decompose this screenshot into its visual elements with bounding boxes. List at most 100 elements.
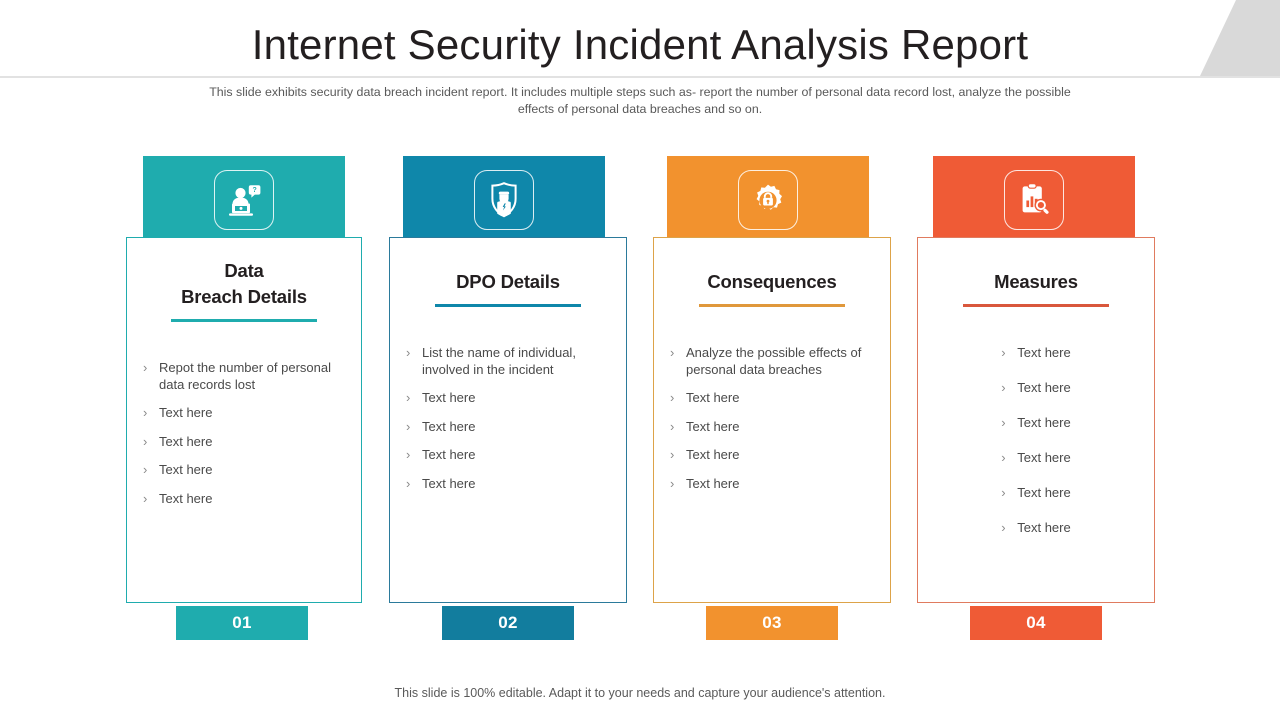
card-consequences[interactable]: Consequences › Analyze the possible effec… bbox=[639, 156, 907, 640]
title-underline bbox=[699, 304, 845, 307]
chevron-right-icon: › bbox=[670, 475, 675, 491]
card-number-badge: 01 bbox=[176, 606, 308, 640]
list-item-text: Text here bbox=[422, 418, 476, 434]
title-underline bbox=[435, 304, 581, 307]
card-body: DPO Details › List the name of individual… bbox=[389, 237, 627, 603]
clipboard-chart-search-icon bbox=[1004, 170, 1064, 230]
list-item-text: Text here bbox=[686, 418, 740, 434]
list-item-text: Text here bbox=[159, 433, 213, 449]
bullet-list: › List the name of individual, involved i… bbox=[390, 345, 626, 492]
chevron-right-icon: › bbox=[1001, 415, 1006, 430]
card-number-badge: 04 bbox=[970, 606, 1102, 640]
shield-officer-icon bbox=[474, 170, 534, 230]
card-number-badge: 02 bbox=[442, 606, 574, 640]
list-item-text: Text here bbox=[686, 447, 740, 462]
list-item: › Text here bbox=[924, 450, 1148, 467]
chevron-right-icon: › bbox=[670, 447, 675, 462]
list-item: › Text here bbox=[670, 419, 876, 436]
card-body: Consequences › Analyze the possible effec… bbox=[653, 237, 891, 603]
card-body: Measures › Text here › Text here › Text her… bbox=[917, 237, 1155, 603]
list-item: › Text here bbox=[143, 462, 347, 479]
bullet-list: › Analyze the possible effects of persona… bbox=[654, 345, 890, 492]
card-title-line1: Measures bbox=[994, 271, 1078, 292]
person-laptop-question-icon: ? bbox=[214, 170, 274, 230]
list-item: › Text here bbox=[924, 415, 1148, 432]
list-item: ›Text here bbox=[406, 447, 612, 464]
chevron-right-icon: › bbox=[406, 345, 411, 360]
card-body: Data Breach Details › Repot the number of… bbox=[126, 237, 362, 603]
bullet-list: › Repot the number of personal data recor… bbox=[127, 360, 361, 507]
card-number-badge: 03 bbox=[706, 606, 838, 640]
list-item: › Text here bbox=[670, 390, 876, 407]
title-underline bbox=[171, 319, 317, 322]
svg-text:?: ? bbox=[252, 187, 256, 194]
footer-note: This slide is 100% editable. Adapt it to… bbox=[394, 686, 886, 700]
chevron-right-icon: › bbox=[1001, 380, 1006, 395]
chevron-right-icon: › bbox=[406, 418, 411, 434]
chevron-right-icon: › bbox=[143, 462, 148, 477]
chevron-right-icon: › bbox=[143, 360, 148, 375]
card-title-line1: Data bbox=[224, 260, 264, 281]
list-item-text: Text here bbox=[159, 405, 213, 420]
card-title-line2: Breach Details bbox=[181, 286, 307, 307]
chevron-right-icon: › bbox=[670, 345, 675, 360]
list-item: › Text here bbox=[406, 476, 612, 493]
chevron-right-icon: › bbox=[1001, 345, 1006, 360]
list-item-text: Text here bbox=[422, 390, 476, 405]
list-item: › Text here bbox=[670, 476, 876, 493]
chevron-right-icon: › bbox=[406, 390, 411, 405]
card-title: Measures bbox=[918, 269, 1154, 295]
list-item-text: Text here bbox=[686, 390, 740, 405]
chevron-right-icon: › bbox=[670, 418, 675, 434]
list-item-text: Text here bbox=[1017, 380, 1071, 395]
card-header-band bbox=[667, 156, 869, 242]
bullet-list: › Text here › Text here › Text here › Text h… bbox=[918, 345, 1154, 537]
card-header-band bbox=[933, 156, 1135, 242]
chevron-right-icon: › bbox=[143, 405, 148, 420]
card-measures[interactable]: Measures › Text here › Text here › Text her… bbox=[903, 156, 1171, 640]
list-item: › Text here bbox=[406, 390, 612, 407]
card-data-breach-details[interactable]: ? Data Breach Details › Repot the number … bbox=[110, 156, 378, 640]
card-title-line1: DPO Details bbox=[456, 271, 560, 292]
list-item-text: Text here bbox=[1017, 485, 1071, 500]
list-item-text: Repot the number of personal data record… bbox=[159, 360, 331, 392]
list-item-text: Analyze the possible effects of personal… bbox=[686, 345, 862, 377]
title-underline bbox=[963, 304, 1109, 307]
list-item-text: Text here bbox=[686, 475, 740, 491]
card-title: DPO Details bbox=[390, 269, 626, 295]
list-item-text: Text here bbox=[422, 475, 476, 491]
card-header-band: ? bbox=[143, 156, 345, 242]
chevron-right-icon: › bbox=[143, 490, 148, 506]
list-item: › Repot the number of personal data recor… bbox=[143, 360, 347, 393]
page-title: Internet Security Incident Analysis Repo… bbox=[251, 21, 1029, 68]
list-item: › Text here bbox=[143, 405, 347, 422]
card-title: Consequences bbox=[654, 269, 890, 295]
list-item: ›Text here bbox=[143, 434, 347, 451]
list-item: › Text here bbox=[924, 345, 1148, 362]
card-dpo-details[interactable]: DPO Details › List the name of individual… bbox=[375, 156, 643, 640]
gear-lock-icon bbox=[738, 170, 798, 230]
list-item: ›Text here bbox=[143, 491, 347, 508]
title-zone: Internet Security Incident Analysis Repo… bbox=[0, 0, 1280, 76]
card-title: Data Breach Details bbox=[127, 258, 361, 310]
chevron-right-icon: › bbox=[1001, 450, 1006, 465]
list-item-text: Text here bbox=[1017, 415, 1071, 430]
list-item-text: Text here bbox=[1017, 520, 1071, 535]
list-item-text: Text here bbox=[159, 462, 213, 477]
chevron-right-icon: › bbox=[406, 447, 411, 462]
list-item: › Text here bbox=[924, 520, 1148, 537]
card-title-line1: Consequences bbox=[707, 271, 837, 292]
list-item: › List the name of individual, involved i… bbox=[406, 345, 612, 378]
list-item-text: List the name of individual, involved in… bbox=[422, 345, 576, 377]
list-item: › Text here bbox=[406, 419, 612, 436]
chevron-right-icon: › bbox=[406, 475, 411, 491]
chevron-right-icon: › bbox=[670, 390, 675, 405]
slide-subtitle: This slide exhibits security data breach… bbox=[209, 85, 1071, 116]
list-item-text: Text here bbox=[1017, 345, 1071, 360]
cards-row: ? Data Breach Details › Repot the number … bbox=[0, 156, 1280, 640]
list-item-text: Text here bbox=[1017, 450, 1071, 465]
chevron-right-icon: › bbox=[1001, 485, 1006, 500]
chevron-right-icon: › bbox=[1001, 520, 1006, 535]
list-item: › Text here bbox=[924, 380, 1148, 397]
